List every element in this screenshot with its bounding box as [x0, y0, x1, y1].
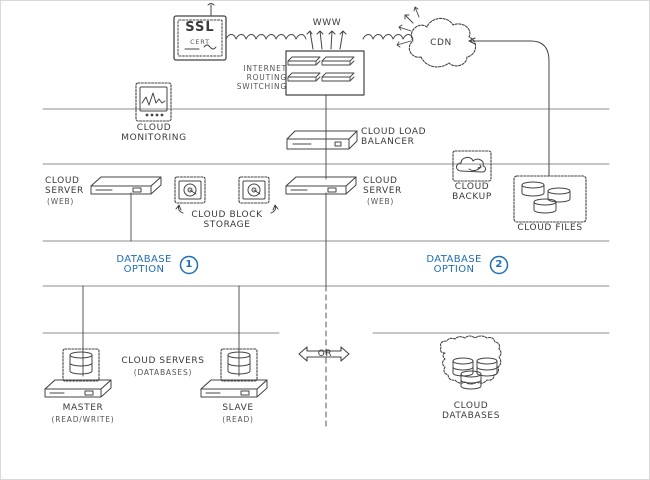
www-label: WWW — [312, 18, 342, 28]
block-storage-disk-left-icon — [174, 176, 206, 204]
master-role: (READ/WRITE) — [51, 415, 115, 424]
web-server-right-icon — [285, 176, 357, 195]
routing-switch-icon — [285, 50, 365, 96]
cdn-label: CDN — [430, 38, 452, 48]
cloud-servers-label: CLOUD SERVERS — [121, 356, 205, 366]
db-option-2-label: DATABASE OPTION — [426, 254, 482, 275]
master-db-server-icon — [44, 348, 112, 398]
db-option-2-badge — [489, 255, 509, 275]
block-storage-disk-right-icon — [238, 176, 270, 204]
load-balancer-label: CLOUD LOAD BALANCER — [361, 127, 427, 147]
monitoring-label: CLOUD MONITORING — [121, 123, 187, 143]
slave-label: SLAVE — [222, 403, 254, 413]
server-right-role: (WEB) — [367, 197, 395, 206]
ssl-chain-link — [225, 34, 307, 40]
files-label: CLOUD FILES — [517, 223, 583, 233]
load-balancer-icon — [286, 130, 358, 150]
cloud-databases-icon — [439, 335, 502, 390]
db-option-1-badge — [179, 255, 199, 275]
db-option-1-number: 1 — [185, 259, 193, 270]
server-right-label: CLOUD SERVER — [363, 176, 402, 196]
cdn-chain-link — [362, 34, 414, 40]
server-left-role: (WEB) — [47, 197, 75, 206]
cloud-databases-label: CLOUD DATABASES — [441, 401, 501, 421]
db-connectors — [82, 285, 240, 377]
backup-icon — [452, 150, 492, 182]
db-option-2-number: 2 — [495, 259, 503, 270]
web-server-left-icon — [90, 176, 162, 195]
cloud-servers-role: (DATABASES) — [133, 368, 193, 377]
cdn-files-connector — [468, 37, 550, 177]
db-option-1-label: DATABASE OPTION — [116, 254, 172, 275]
monitoring-icon — [135, 82, 172, 122]
www-arrows — [306, 30, 347, 50]
ssl-cert-title: SSL — [185, 20, 215, 35]
ssl-cert-subtitle: CERT — [190, 38, 210, 46]
routing-label: INTERNET ROUTING SWITCHING — [236, 64, 287, 91]
slave-db-server-icon — [200, 348, 268, 398]
or-label: OR — [317, 349, 333, 359]
block-storage-bracket — [175, 204, 279, 214]
files-icon — [513, 175, 587, 223]
or-arrow-icon — [298, 346, 350, 362]
cdn-cloud-icon — [396, 6, 477, 68]
network-trunks — [130, 94, 327, 427]
slave-role: (READ) — [222, 415, 254, 424]
backup-label: CLOUD BACKUP — [452, 182, 492, 202]
server-left-label: CLOUD SERVER — [45, 176, 84, 196]
block-storage-label: CLOUD BLOCK STORAGE — [191, 210, 263, 230]
master-label: MASTER — [62, 403, 104, 413]
